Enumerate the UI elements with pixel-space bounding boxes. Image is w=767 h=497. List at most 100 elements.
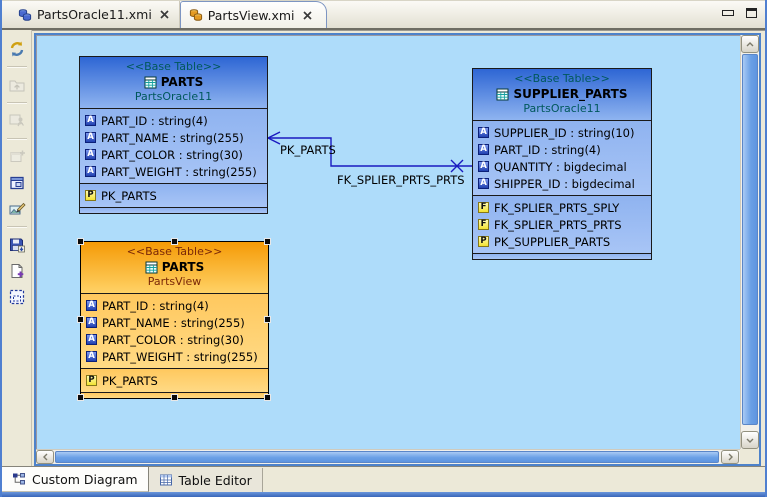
selection-handle[interactable] <box>77 394 84 401</box>
toolbar-separator <box>6 226 27 228</box>
run-view-button[interactable] <box>5 109 29 133</box>
table-header: <<Base Table>> PARTS PartsView <box>81 242 268 293</box>
selection-handle[interactable] <box>77 316 84 323</box>
table-row[interactable]: A PART_NAME : string(255) <box>81 314 268 331</box>
scrollbar-corner <box>740 449 759 464</box>
diagram-toolbar <box>2 30 32 466</box>
horizontal-scrollbar[interactable] <box>36 449 740 464</box>
selection-marquee-button[interactable] <box>5 285 29 309</box>
table-row[interactable]: P PK_PARTS <box>80 187 267 204</box>
table-footer <box>80 207 267 213</box>
selection-handle[interactable] <box>77 238 84 245</box>
attribute-icon: A <box>86 334 97 345</box>
database-blue-icon <box>18 8 32 21</box>
save-diagram-button[interactable] <box>5 233 29 257</box>
table-row[interactable]: F FK_SPLIER_PRTS_PRTS <box>473 216 651 233</box>
tab-table-editor[interactable]: Table Editor <box>148 468 263 492</box>
refresh-icon <box>10 41 23 57</box>
scroll-down-button[interactable] <box>741 431 759 449</box>
attribute-icon: A <box>85 115 96 126</box>
table-row[interactable]: A PART_COLOR : string(30) <box>80 146 267 163</box>
table-keys: F FK_SPLIER_PRTS_SPLY F FK_SPLIER_PRTS_P… <box>473 195 651 253</box>
table-row[interactable]: A PART_NAME : string(255) <box>80 129 267 146</box>
table-header: <<Base Table>> PARTS PartsOracle11 <box>80 57 267 108</box>
table-row[interactable]: A PART_ID : string(4) <box>80 112 267 129</box>
close-icon[interactable] <box>302 10 312 20</box>
entity-table[interactable]: <<Base Table>> SUPPLIER_PARTS PartsOracl… <box>472 68 652 260</box>
vertical-scrollbar[interactable] <box>740 35 759 449</box>
table-schema: PartsView <box>147 275 202 288</box>
maximize-button[interactable] <box>746 8 757 18</box>
vertical-scroll-thumb[interactable] <box>742 54 758 425</box>
tab-partsoracle11[interactable]: PartsOracle11.xmi <box>10 1 180 28</box>
table-row[interactable]: A SUPPLIER_ID : string(10) <box>473 124 651 141</box>
table-row[interactable]: A PART_WEIGHT : string(255) <box>80 163 267 180</box>
attribute-icon: A <box>478 178 489 189</box>
chevron-down-icon <box>746 438 754 443</box>
editor-tabbar: PartsOracle11.xmi PartsView.xmi <box>2 0 765 28</box>
tab-label: PartsView.xmi <box>207 7 295 23</box>
diagram-canvas[interactable]: <<Base Table>> PARTS PartsOracle11 A PAR… <box>36 35 740 449</box>
main-area: <<Base Table>> PARTS PartsOracle11 A PAR… <box>2 30 765 466</box>
edit-image-button[interactable] <box>5 197 29 221</box>
horizontal-scroll-thumb[interactable] <box>55 451 719 463</box>
table-row[interactable]: A PART_WEIGHT : string(255) <box>81 348 268 365</box>
table-stereotype: <<Base Table>> <box>514 72 610 85</box>
new-window-button[interactable] <box>5 145 29 169</box>
tab-partsview[interactable]: PartsView.xmi <box>179 1 327 28</box>
foreign-key-icon: F <box>478 219 489 230</box>
connection-layer <box>266 131 472 173</box>
attribute-icon: A <box>478 144 489 155</box>
tab-custom-diagram[interactable]: Custom Diagram <box>2 467 149 492</box>
selection-handle[interactable] <box>170 394 178 401</box>
table-header: <<Base Table>> SUPPLIER_PARTS PartsOracl… <box>473 69 651 120</box>
table-name: SUPPLIER_PARTS <box>513 87 628 101</box>
table-name: PARTS <box>161 260 205 274</box>
table-row[interactable]: P PK_SUPPLIER_PARTS <box>473 233 651 250</box>
table-row[interactable]: A PART_ID : string(4) <box>473 141 651 158</box>
table-row[interactable]: A PART_ID : string(4) <box>81 297 268 314</box>
table-row[interactable]: A PART_COLOR : string(30) <box>81 331 268 348</box>
table-row[interactable]: P PK_PARTS <box>81 372 268 389</box>
database-orange-icon <box>189 9 202 21</box>
canvas-frame: <<Base Table>> PARTS PartsOracle11 A PAR… <box>34 33 761 466</box>
chevron-up-icon <box>746 41 754 46</box>
entity-table[interactable]: <<Base Table>> PARTS PartsOracle11 A PAR… <box>79 56 268 214</box>
selection-handle[interactable] <box>264 238 271 245</box>
close-icon[interactable] <box>160 10 169 19</box>
scroll-up-button[interactable] <box>741 35 759 53</box>
scroll-right-button[interactable] <box>721 450 739 464</box>
table-row[interactable]: A SHIPPER_ID : bigdecimal <box>473 175 651 192</box>
selection-handle[interactable] <box>264 316 271 323</box>
view-controls <box>722 8 757 18</box>
table-row[interactable]: F FK_SPLIER_PRTS_SPLY <box>473 199 651 216</box>
refresh-button[interactable] <box>5 37 29 61</box>
table-name: PARTS <box>160 75 204 89</box>
table-row[interactable]: A QUANTITY : bigdecimal <box>473 158 651 175</box>
attribute-icon: A <box>85 132 96 143</box>
new-page-button[interactable] <box>5 259 29 283</box>
new-window-icon <box>10 150 25 162</box>
table-columns: A SUPPLIER_ID : string(10) A PART_ID : s… <box>473 120 651 195</box>
primary-key-icon: P <box>85 190 96 201</box>
save-icon <box>9 238 25 253</box>
tab-label: Table Editor <box>178 472 252 488</box>
selection-handle[interactable] <box>264 394 271 401</box>
edit-image-icon <box>9 202 26 215</box>
window-layout-button[interactable] <box>5 171 29 195</box>
foreign-key-icon: F <box>478 202 489 213</box>
connection-label: PK_PARTS <box>280 143 336 157</box>
minimize-button[interactable] <box>722 10 734 16</box>
table-columns: A PART_ID : string(4) A PART_NAME : stri… <box>81 293 268 368</box>
attribute-icon: A <box>478 127 489 138</box>
selection-marquee-icon <box>9 289 24 305</box>
folder-up-button[interactable] <box>5 73 29 97</box>
table-icon <box>144 76 157 88</box>
scroll-left-button[interactable] <box>36 450 54 464</box>
selection-handle[interactable] <box>170 238 178 245</box>
entity-table[interactable]: <<Base Table>> PARTS PartsView A PART_ID… <box>77 238 271 401</box>
table-stereotype: <<Base Table>> <box>125 60 222 73</box>
table-keys: P PK_PARTS <box>81 368 268 392</box>
toolbar-separator <box>6 102 27 104</box>
